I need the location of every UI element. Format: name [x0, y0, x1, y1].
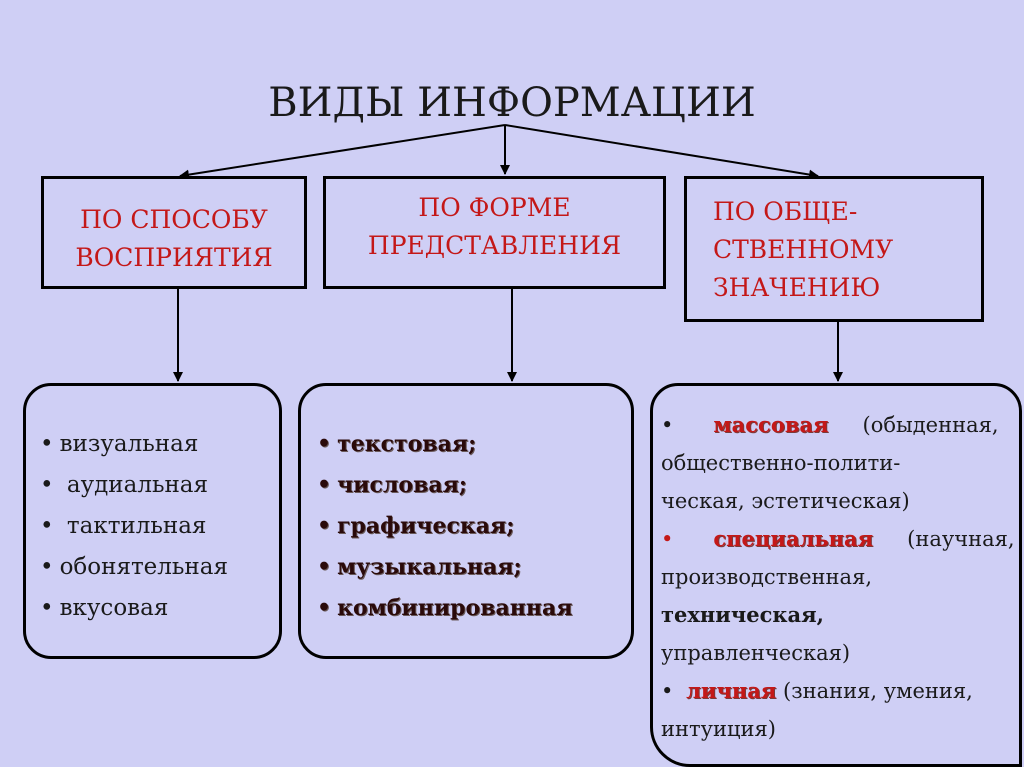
list-item: •числовая;	[317, 472, 467, 498]
list-item: •обонятельная	[40, 554, 228, 580]
diagram-title: ВИДЫ ИНФОРМАЦИИ	[268, 80, 756, 126]
arrow-to-perception	[179, 124, 506, 180]
category-social-line-3: ЗНАЧЕНИЮ	[713, 273, 881, 302]
category-representation-line-2: ПРЕДСТАВЛЕНИЯ	[367, 231, 622, 260]
list-item: •специальная(научная, производственная, …	[661, 526, 1015, 665]
social-significance-types-list: •массовая(обыденная, общественно-полити-…	[650, 383, 1022, 767]
entry-key: личная	[686, 678, 777, 703]
category-representation-line-1: ПО ФОРМЕ	[418, 193, 571, 222]
list-item: •текстовая;	[317, 431, 477, 457]
category-social-line-2: СТВЕННОМУ	[713, 235, 894, 264]
list-item: •визуальная	[40, 431, 199, 457]
arrow-to-social	[504, 124, 819, 180]
representation-types-list: •текстовая; •числовая; •графическая; •му…	[298, 383, 634, 659]
list-item: • тактильная	[40, 513, 207, 539]
entry-key: массовая	[713, 412, 829, 437]
list-item: •музыкальная;	[317, 554, 522, 580]
perception-types-list: •визуальная • аудиальная • тактильная •о…	[23, 383, 282, 659]
category-perception-line-2: ВОСПРИЯТИЯ	[75, 243, 273, 272]
category-social-significance: ПО ОБЩЕ- СТВЕННОМУ ЗНАЧЕНИЮ	[684, 176, 984, 322]
list-item: •графическая;	[317, 513, 515, 539]
entry-key: специальная	[713, 526, 874, 551]
list-item: •вкусовая	[40, 595, 169, 621]
category-social-line-1: ПО ОБЩЕ-	[713, 197, 858, 226]
list-item: •массовая(обыденная, общественно-полити-…	[661, 412, 999, 513]
list-item: • личная (знания, умения, интуиция)	[661, 678, 973, 741]
list-item: • аудиальная	[40, 472, 209, 498]
category-perception-line-1: ПО СПОСОБУ	[80, 205, 268, 234]
list-item: •комбинированная	[317, 595, 573, 621]
category-representation: ПО ФОРМЕ ПРЕДСТАВЛЕНИЯ	[323, 176, 666, 289]
category-perception: ПО СПОСОБУ ВОСПРИЯТИЯ	[41, 176, 307, 289]
